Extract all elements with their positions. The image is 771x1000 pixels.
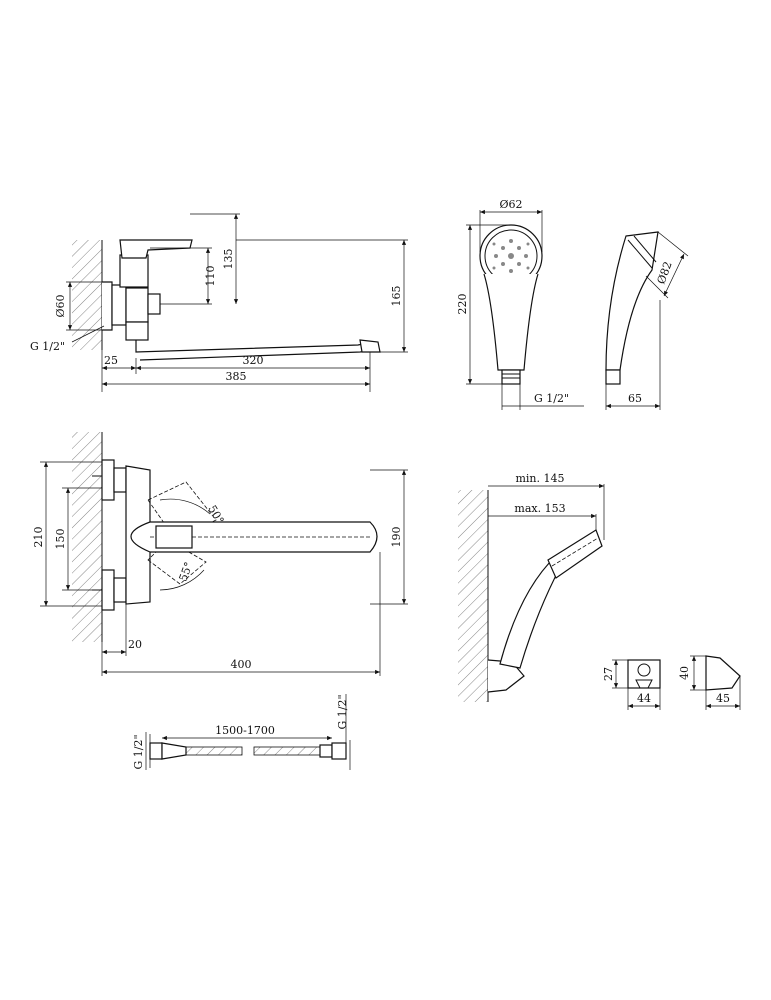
label-44: 44 — [637, 692, 651, 705]
label-g12-side: G 1/2" — [30, 340, 65, 353]
label-190: 190 — [390, 527, 403, 548]
shower-nozzles — [492, 239, 530, 273]
wall-hatch-top — [72, 432, 102, 642]
label-220: 220 — [456, 294, 469, 315]
label-g12-shower: G 1/2" — [534, 392, 569, 405]
bracket-front: 27 44 — [602, 659, 661, 710]
label-150: 150 — [54, 529, 67, 550]
hand-shower-side: Ø82 65 — [605, 231, 689, 410]
label-25: 25 — [104, 354, 118, 367]
faucet-side-view: 110 135 165 Ø60 G 1/2" 25 320 385 — [30, 213, 408, 392]
bracket-side: 40 45 — [678, 655, 741, 710]
label-27: 27 — [602, 667, 615, 681]
label-135: 135 — [222, 249, 235, 270]
label-55deg: 55° — [177, 560, 196, 583]
label-d62: Ø62 — [499, 198, 522, 211]
label-320: 320 — [243, 354, 264, 367]
label-g12-hose-left: G 1/2" — [132, 734, 145, 769]
label-45: 45 — [716, 692, 730, 705]
label-g12-hose-right: G 1/2" — [336, 694, 349, 729]
label-d60: Ø60 — [54, 294, 67, 317]
wall-hatch-holder — [458, 490, 488, 702]
label-210: 210 — [32, 527, 45, 548]
hand-shower-front: Ø62 220 G 1/2" — [456, 198, 584, 410]
label-110: 110 — [204, 266, 217, 287]
faucet-top-view: 50° 55° 210 150 190 20 400 — [32, 432, 408, 676]
label-d82: Ø82 — [655, 260, 675, 286]
shower-holder-view: min. 145 max. 153 — [458, 472, 605, 702]
label-385: 385 — [226, 370, 247, 383]
shower-hose: G 1/2" 1500-1700 G 1/2" — [132, 694, 351, 770]
label-20: 20 — [128, 638, 142, 651]
label-400: 400 — [231, 658, 252, 671]
label-1500-1700: 1500-1700 — [215, 724, 275, 737]
label-165: 165 — [390, 286, 403, 307]
label-max153: max. 153 — [514, 502, 565, 515]
label-min145: min. 145 — [515, 472, 564, 485]
label-40: 40 — [678, 666, 691, 680]
label-65: 65 — [628, 392, 642, 405]
wall-hatch — [72, 240, 102, 350]
